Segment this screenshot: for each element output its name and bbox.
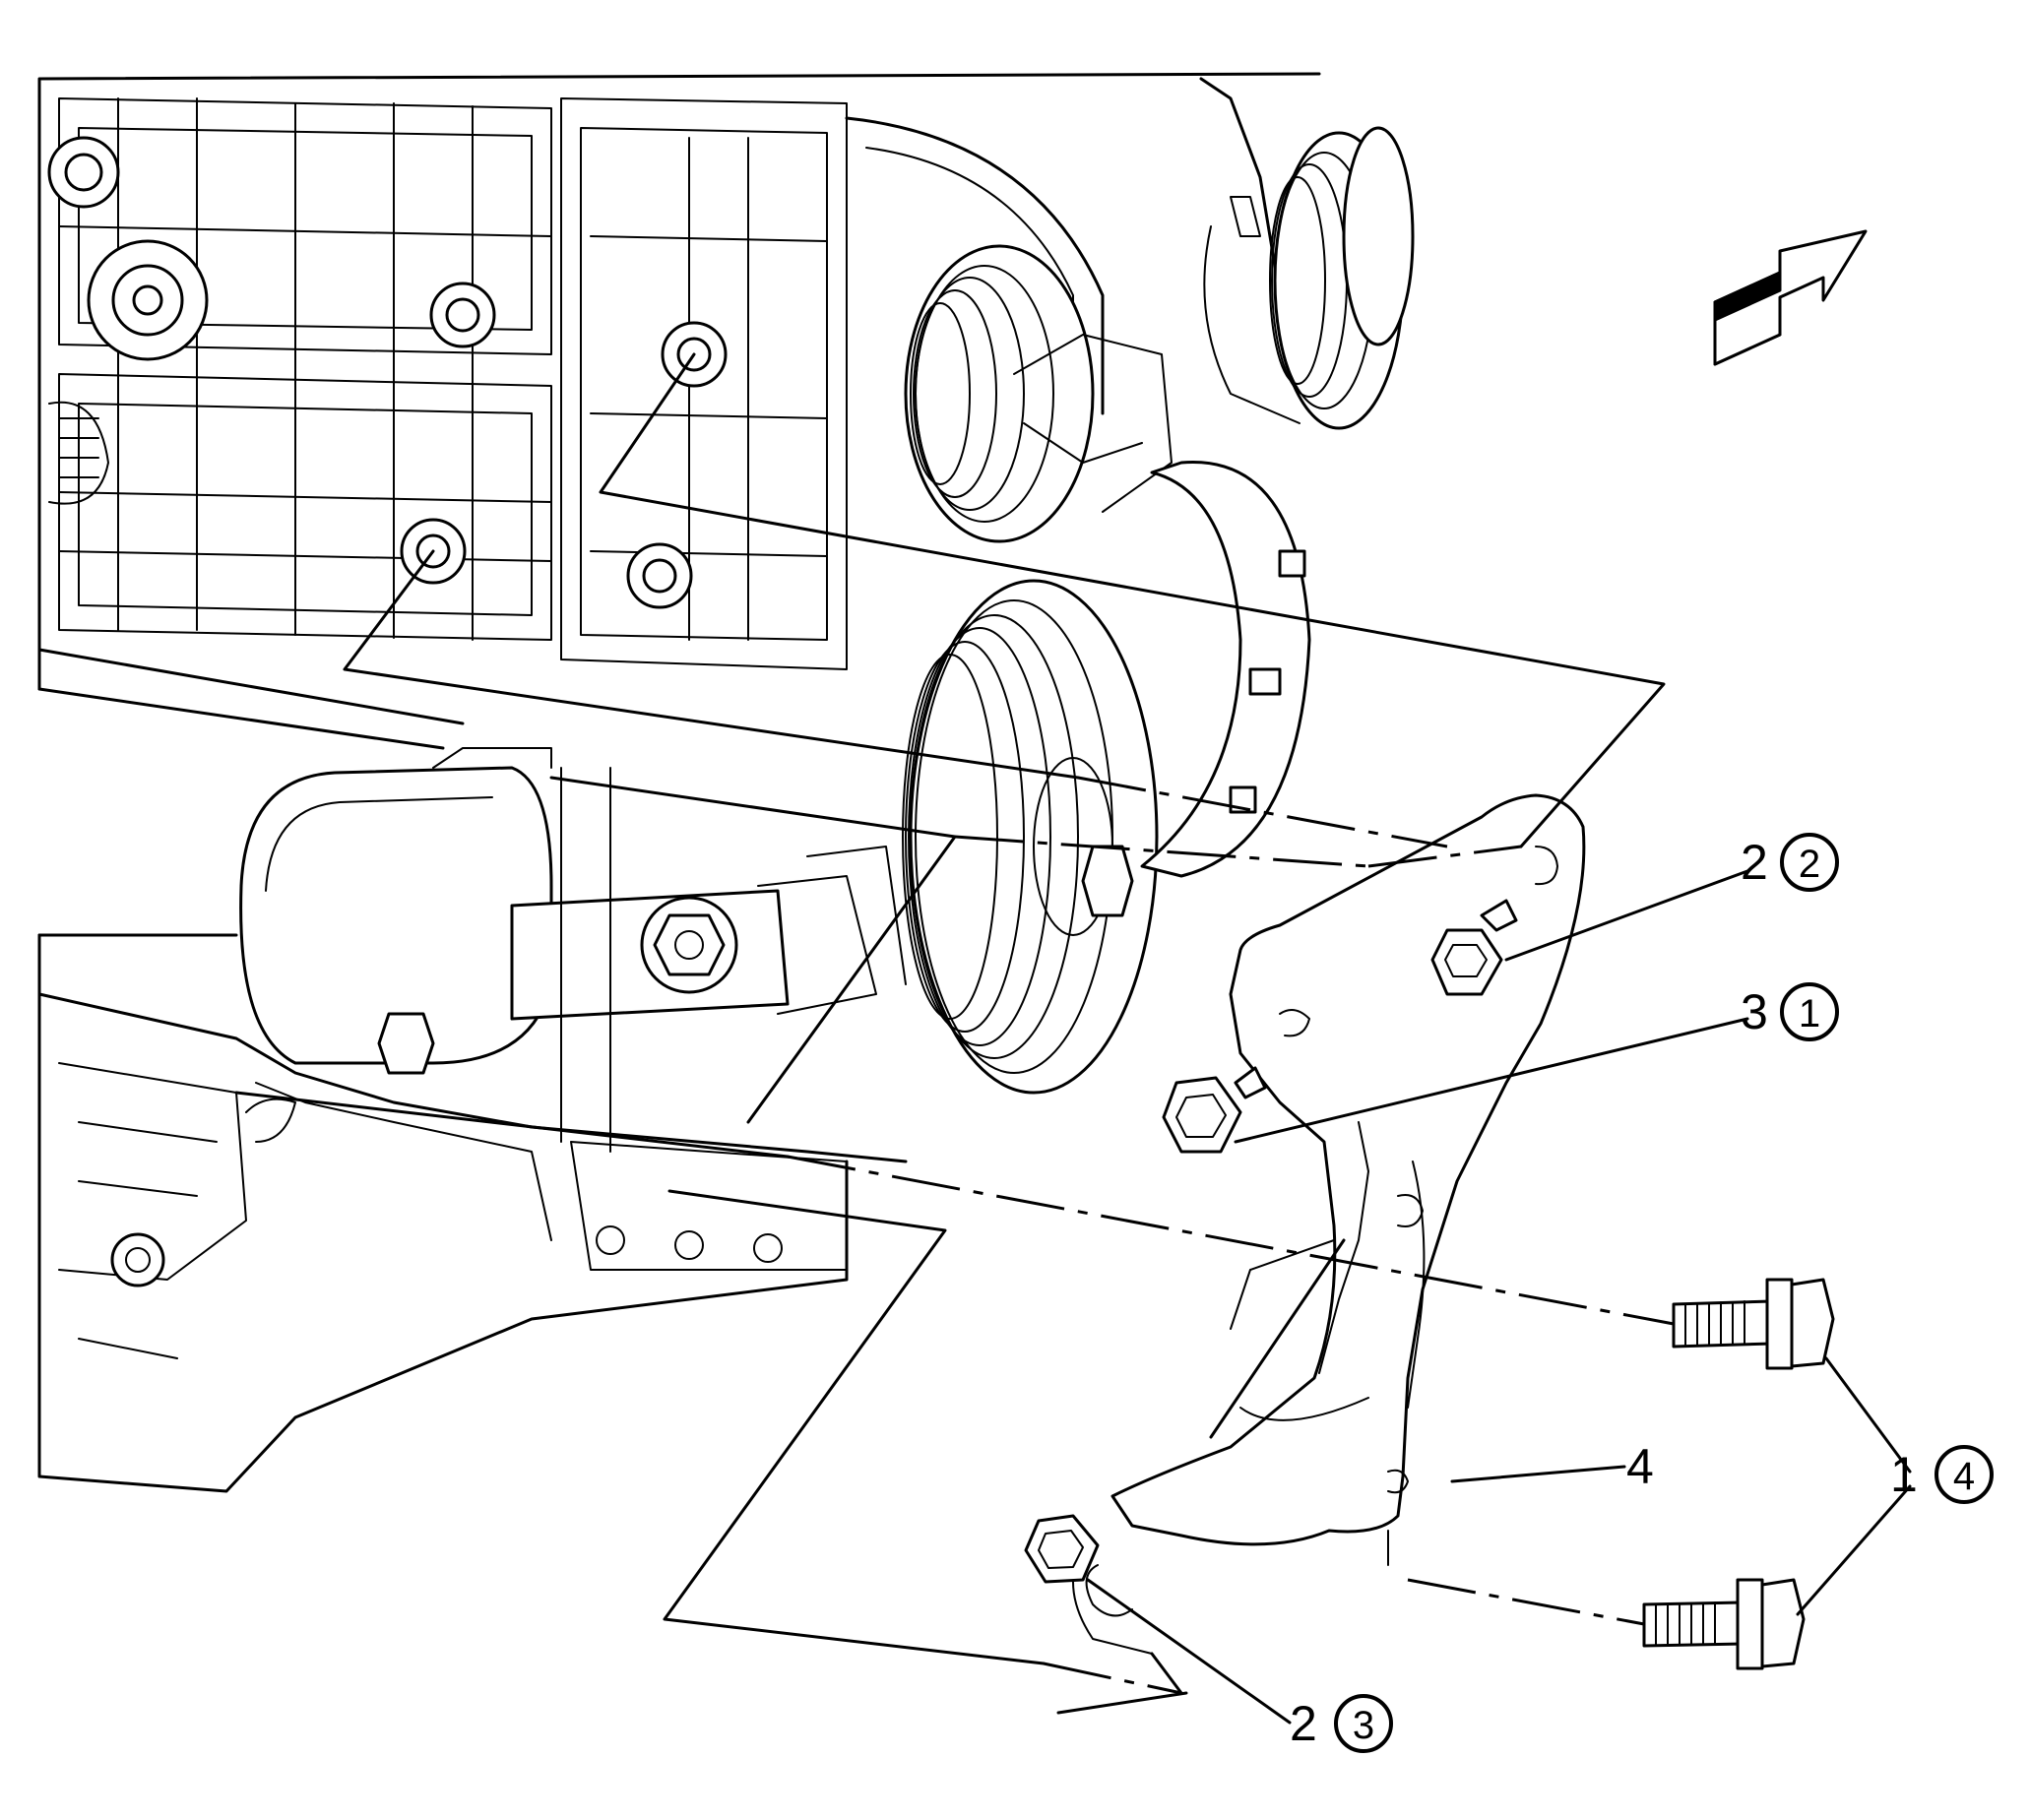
callout-number: 4 <box>1626 1439 1654 1494</box>
generator <box>239 747 907 1153</box>
step-circle <box>1334 1694 1393 1753</box>
step-number: 3 <box>1353 1704 1374 1747</box>
callout-1-step-4: 1 4 <box>1890 1445 1994 1504</box>
step-circle <box>1935 1445 1994 1504</box>
callout-3-step-1: 3 1 <box>1741 982 1839 1041</box>
step-number: 2 <box>1799 843 1820 886</box>
bracket-bolt-upper <box>1672 1278 1835 1370</box>
bracket-nut-lower <box>1024 1514 1100 1584</box>
step-circle <box>1780 982 1839 1041</box>
callout-2-step-2: 2 2 <box>1741 833 1839 892</box>
bracket-nut-upper <box>1430 899 1518 996</box>
callout-number: 2 <box>1290 1696 1317 1751</box>
callout-number: 3 <box>1741 984 1768 1039</box>
harness-lines <box>37 648 465 937</box>
leader-lines <box>1086 869 1912 1725</box>
step-number: 1 <box>1799 992 1820 1036</box>
front-of-vehicle-arrow-icon <box>1713 229 1868 366</box>
step-number: 4 <box>1953 1455 1975 1498</box>
callout-4: 4 <box>1626 1439 1654 1494</box>
callout-2-step-3: 2 3 <box>1290 1694 1393 1753</box>
callout-number: 2 <box>1741 835 1768 890</box>
step-circle <box>1780 833 1839 892</box>
bracket-stud-nut <box>1162 1066 1267 1154</box>
alignment-lines <box>234 352 1675 1715</box>
bracket-bolt-lower <box>1642 1578 1806 1670</box>
callout-number: 1 <box>1890 1447 1918 1502</box>
lower-engine <box>58 1062 848 1359</box>
belt-pulleys <box>902 126 1415 1095</box>
